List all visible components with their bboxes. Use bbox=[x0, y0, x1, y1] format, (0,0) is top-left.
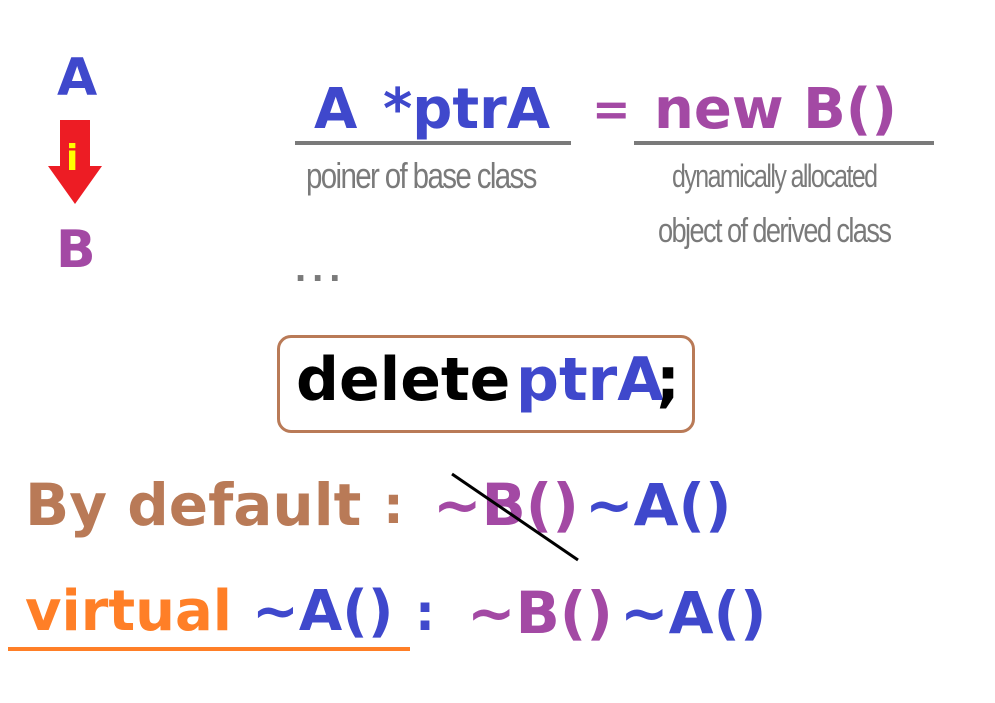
virtual-dtor-decl: ~A() bbox=[252, 579, 394, 644]
strike-through-mark bbox=[451, 472, 579, 562]
virtual-keyword: virtual bbox=[25, 579, 232, 644]
arrow-mark: i bbox=[66, 138, 79, 179]
note-pointer-of-base: poiner of base class bbox=[306, 155, 537, 196]
delete-statement-box bbox=[277, 335, 695, 433]
class-a-label: A bbox=[57, 48, 98, 108]
virtual-dtor-b: ~B() bbox=[467, 579, 613, 647]
class-b-label: B bbox=[56, 220, 96, 280]
decl-pointer: *ptrA bbox=[383, 77, 551, 142]
ellipsis: ... bbox=[295, 246, 347, 290]
note-dynamic-line2: object of derived class bbox=[658, 212, 892, 250]
decl-equals: = bbox=[592, 82, 631, 136]
default-colon: : bbox=[383, 476, 404, 536]
virtual-dtor-a: ~A() bbox=[620, 579, 767, 647]
decl-new-expr: new B() bbox=[654, 77, 897, 142]
default-dtor-a: ~A() bbox=[585, 471, 732, 539]
inheritance-arrow-icon bbox=[48, 120, 102, 204]
delete-operand: ptrA bbox=[516, 345, 664, 415]
delete-keyword: delete bbox=[296, 345, 511, 415]
virtual-colon: : bbox=[415, 584, 435, 642]
virtual-underline bbox=[8, 647, 410, 651]
default-label: By default bbox=[25, 471, 362, 539]
decl-type: A bbox=[314, 77, 358, 142]
note-dynamic-line1: dynamically allocated bbox=[672, 158, 878, 194]
delete-semicolon: ; bbox=[656, 345, 680, 415]
default-dtor-b: ~B() bbox=[433, 471, 579, 539]
left-underline bbox=[295, 141, 571, 145]
right-underline bbox=[634, 141, 934, 145]
